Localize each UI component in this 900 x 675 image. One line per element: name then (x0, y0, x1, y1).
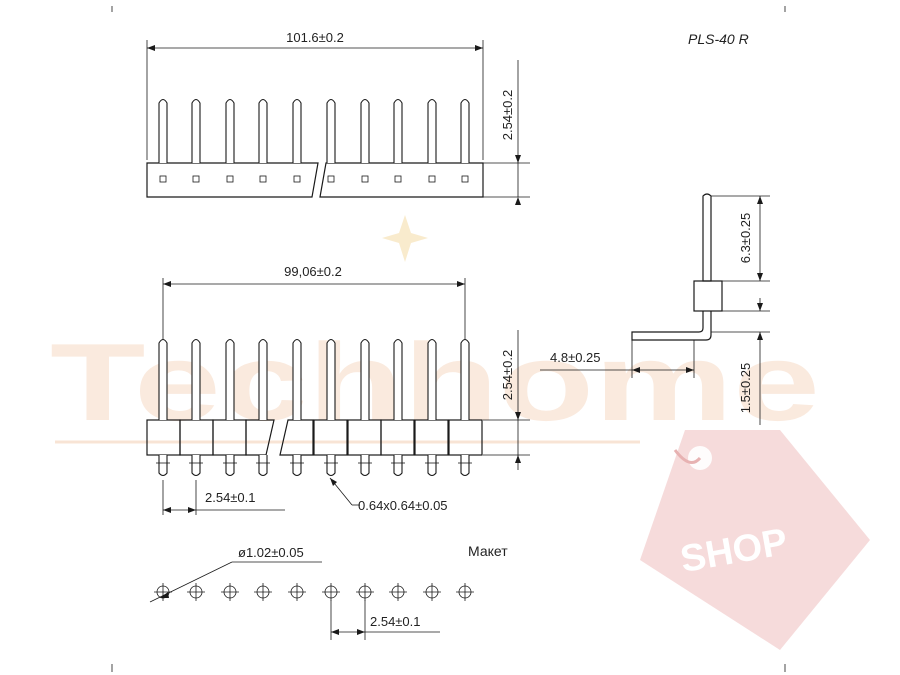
front-pin-top (427, 338, 437, 420)
watermark-sparkle-icon (382, 215, 428, 262)
front-pin-bottom (326, 455, 336, 477)
top-pin (258, 98, 268, 163)
top-pin (427, 98, 437, 163)
corner-marks (111, 6, 786, 672)
top-pin (191, 98, 201, 163)
top-pin (158, 98, 168, 163)
front-pin-top (258, 338, 268, 420)
front-pin-top (393, 338, 403, 420)
top-pin-square (461, 175, 469, 183)
watermark: Techhome SHOP (50, 215, 870, 650)
front-pin-bottom (225, 455, 235, 477)
hole-pitch-label: 2.54±0.1 (370, 614, 421, 629)
top-pin-square (259, 175, 267, 183)
front-pin-bottom (158, 455, 168, 477)
front-pin-bottom (393, 455, 403, 477)
holes (154, 583, 474, 601)
front-pin-top (158, 338, 168, 420)
pitch-label: 2.54±0.1 (205, 490, 256, 505)
front-pin-top (191, 338, 201, 420)
front-pin-bottom (460, 455, 470, 477)
part-title: PLS-40 R (688, 31, 749, 47)
top-height-label: 2.54±0.2 (500, 90, 515, 141)
pcb-layout: Макет ø1.02±0.05 2.54±0.1 (149, 543, 508, 640)
top-pin-square (361, 175, 369, 183)
top-pin-square (226, 175, 234, 183)
front-pin-top (326, 338, 336, 420)
top-pin-square (192, 175, 200, 183)
watermark-tag-icon: SHOP (640, 430, 870, 650)
side-upper-label: 6.3±0.25 (738, 213, 753, 264)
top-pin (360, 98, 370, 163)
front-block (279, 419, 314, 456)
front-pin-top (460, 338, 470, 420)
pin-section-label: 0.64x0.64±0.05 (358, 498, 448, 513)
pin-span-label: 99,06±0.2 (284, 264, 342, 279)
front-pin-top (292, 338, 302, 420)
total-length-label: 101.6±0.2 (286, 30, 344, 45)
top-pin (225, 98, 235, 163)
top-pin-square (394, 175, 402, 183)
top-pin (460, 98, 470, 163)
side-horizontal-label: 4.8±0.25 (550, 350, 601, 365)
layout-label: Макет (468, 543, 508, 559)
front-pin-bottom (427, 455, 437, 477)
front-pin-top (225, 338, 235, 420)
top-pin-square (428, 175, 436, 183)
front-pins (156, 338, 472, 477)
top-pin-square (293, 175, 301, 183)
front-pin-bottom (360, 455, 370, 477)
top-pin (326, 98, 336, 163)
front-pin-bottom (258, 455, 268, 477)
top-pin-square (327, 175, 335, 183)
hole-diameter-label: ø1.02±0.05 (238, 545, 304, 560)
front-pin-bottom (191, 455, 201, 477)
front-pin-bottom (292, 455, 302, 477)
front-view: 99,06±0.2 2.54±0.2 2.54±0.1 0.64x0.64±0.… (146, 264, 530, 515)
front-pin-top (360, 338, 370, 420)
side-lower-label: 1.5±0.25 (738, 363, 753, 414)
top-pin-square (159, 175, 167, 183)
top-pin (393, 98, 403, 163)
top-pin (292, 98, 302, 163)
top-pins (158, 98, 470, 183)
side-view: 6.3±0.25 1.5±0.25 4.8±0.25 (540, 193, 770, 425)
top-view: 101.6±0.2 2.54±0.2 PLS-40 R (146, 30, 749, 205)
front-height-label: 2.54±0.2 (500, 350, 515, 401)
